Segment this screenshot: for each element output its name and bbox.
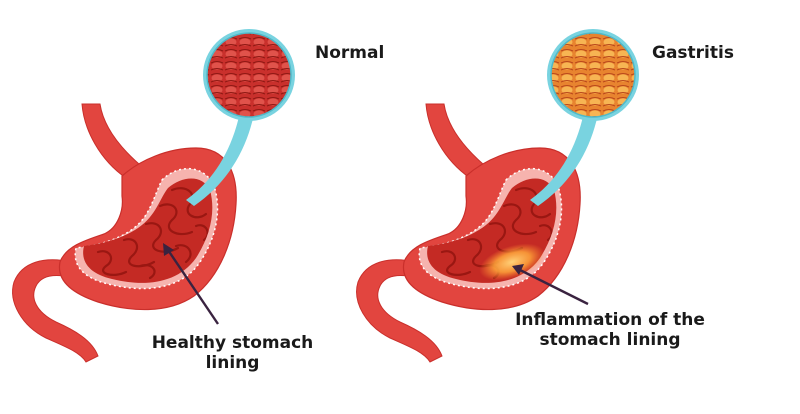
callout-inflammation: Inflammation of the stomach lining	[515, 310, 705, 350]
callout-inflammation-line2: stomach lining	[539, 330, 681, 351]
duodenum-left	[12, 259, 99, 363]
pointer-arrow-healthy	[163, 243, 219, 325]
zoom-lens-normal	[203, 29, 295, 121]
zoom-title-normal: Normal	[315, 43, 385, 63]
zoom-connector-right	[530, 112, 598, 206]
rugae-folds-left	[96, 187, 209, 280]
stomach-normal	[12, 103, 237, 363]
callout-healthy-line1: Healthy stomach	[151, 333, 314, 353]
zoom-title-gastritis: Gastritis	[652, 43, 734, 63]
zoom-lens-gastritis	[547, 29, 639, 121]
stomach-gastritis	[356, 103, 581, 363]
interior-left	[83, 178, 213, 283]
callout-healthy-line2: lining	[205, 353, 260, 374]
pointer-arrow-inflammation	[512, 264, 589, 306]
inflammation-area	[479, 243, 545, 281]
duodenum-right	[356, 259, 443, 363]
callout-inflammation-line1: Inflammation of the	[515, 310, 705, 330]
callout-healthy-lining: Healthy stomach lining	[150, 333, 315, 373]
zoom-connector-left	[186, 112, 254, 206]
